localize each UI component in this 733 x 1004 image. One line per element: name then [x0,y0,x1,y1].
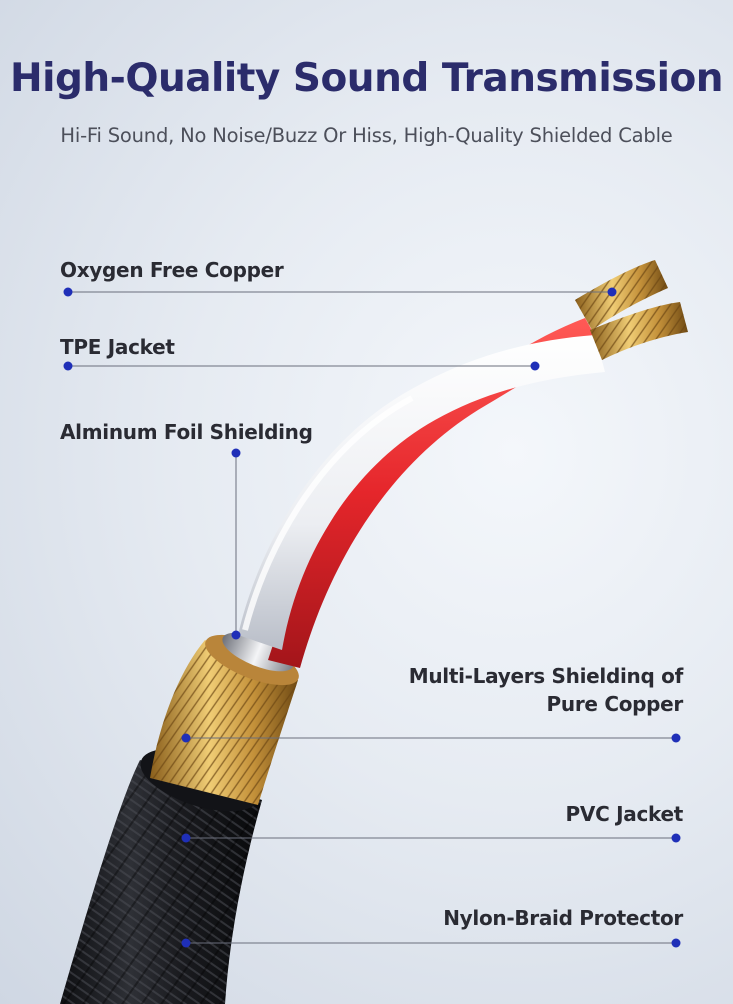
callout-lines [68,291,676,944]
marker-dot [181,938,191,948]
marker-dot [671,733,681,743]
label-multi-layers-shielding: Multi-Layers Shieldinq of Pure Copper [408,662,684,718]
label-multi-layers-line1: Multi-Layers Shieldinq of [408,664,684,688]
label-aluminum-foil-shielding: Alminum Foil Shielding [60,420,313,444]
marker-dot [181,733,191,743]
label-nylon-braid-protector: Nylon-Braid Protector [443,906,683,930]
label-multi-layers-line2: Pure Copper [546,692,684,716]
callout-dots [63,287,681,948]
marker-dot [231,448,241,458]
marker-dot [63,361,73,371]
marker-dot [530,361,540,371]
label-oxygen-free-copper: Oxygen Free Copper [60,258,284,282]
marker-dot [671,938,681,948]
label-tpe-jacket: TPE Jacket [60,335,175,359]
marker-dot [671,833,681,843]
marker-dot [231,630,241,640]
marker-dot [607,287,617,297]
label-pvc-jacket: PVC Jacket [565,802,684,826]
white-wire [238,335,605,650]
marker-dot [181,833,191,843]
copper-strand-tips [575,260,688,360]
page-subtitle: Hi-Fi Sound, No Noise/Buzz Or Hiss, High… [60,124,673,147]
copper-shield-section [150,634,299,805]
marker-dot [63,287,73,297]
page-title: High-Quality Sound Transmission [9,56,724,101]
